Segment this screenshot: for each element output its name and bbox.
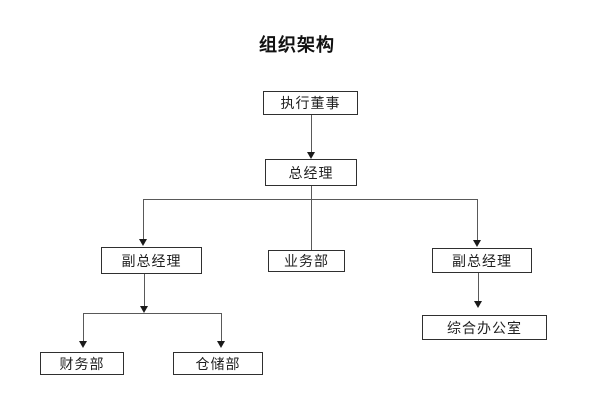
connector-deputy-left-down: [144, 274, 145, 307]
connector-to-business: [311, 199, 312, 250]
arrowhead-warehouse: [217, 341, 225, 348]
org-node-general-office: 综合办公室: [422, 315, 547, 340]
connector-to-finance: [83, 313, 84, 342]
org-node-business-dept: 业务部: [268, 250, 345, 272]
arrowhead-deputy-right: [473, 240, 481, 247]
connector-gm-stub: [311, 186, 312, 199]
page-title: 组织架构: [259, 35, 335, 55]
arrowhead-gm: [307, 152, 315, 159]
arrowhead-finance: [79, 341, 87, 348]
connector-branch-bar-bottom: [83, 313, 221, 314]
connector-to-deputy-right: [477, 199, 478, 241]
connector-to-deputy-left: [143, 199, 144, 240]
org-node-executive-director: 执行董事: [263, 91, 358, 115]
org-node-finance-dept: 财务部: [40, 352, 124, 375]
connector-branch-bar-top: [143, 199, 477, 200]
org-node-deputy-gm-left: 副总经理: [101, 247, 202, 274]
connector-to-warehouse: [221, 313, 222, 342]
connector-to-office: [478, 273, 479, 302]
connector-exec-to-gm: [311, 115, 312, 153]
org-node-general-manager: 总经理: [265, 159, 357, 186]
arrowhead-office: [474, 301, 482, 308]
org-node-deputy-gm-right: 副总经理: [432, 248, 532, 273]
org-node-warehouse-dept: 仓储部: [173, 352, 263, 375]
arrowhead-junction-left: [140, 306, 148, 313]
arrowhead-deputy-left: [139, 239, 147, 246]
